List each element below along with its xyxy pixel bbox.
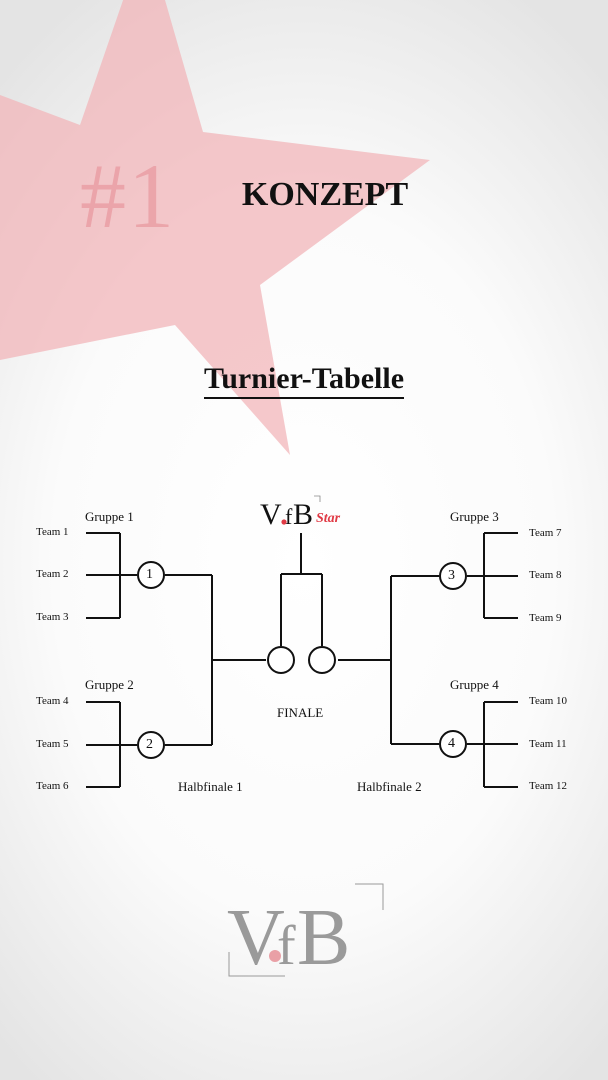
team-label: Team 6: [36, 780, 69, 792]
team-label: Team 2: [36, 568, 69, 580]
group-label-3: Gruppe 3: [450, 509, 499, 524]
semifinal-2-label: Halbfinale 2: [357, 779, 422, 794]
svg-text:V: V: [260, 498, 282, 530]
svg-text:Star: Star: [316, 511, 341, 526]
group-label-2: Gruppe 2: [85, 677, 134, 692]
match-circle-1: [137, 561, 165, 589]
match-number-3: 3: [448, 568, 455, 583]
final-label: FINALE: [277, 705, 324, 720]
match-circle-3: [439, 562, 467, 590]
svg-text:B: B: [297, 894, 350, 980]
svg-text:V: V: [227, 894, 285, 980]
vfb-star-logo: V f B Star: [260, 495, 341, 530]
team-label: Team 7: [529, 527, 562, 539]
match-circle-4: [439, 730, 467, 758]
number-one-label: #1: [80, 145, 176, 247]
svg-text:B: B: [293, 498, 313, 530]
match-number-1: 1: [146, 567, 153, 582]
team-label: Team 4: [36, 695, 69, 707]
group-label-1: Gruppe 1: [85, 509, 134, 524]
team-label: Team 11: [529, 738, 567, 750]
team-label: Team 1: [36, 526, 69, 538]
team-label: Team 3: [36, 611, 69, 623]
match-number-4: 4: [448, 736, 455, 751]
group-label-4: Gruppe 4: [450, 677, 499, 692]
match-number-2: 2: [146, 737, 153, 752]
vfb-logo-watermark: V f B: [227, 883, 384, 980]
svg-text:f: f: [277, 915, 296, 977]
final-slot-right: [308, 646, 336, 674]
team-label: Team 9: [529, 612, 562, 624]
svg-text:f: f: [285, 504, 293, 529]
team-label: Team 8: [529, 569, 562, 581]
bracket-title: Turnier-Tabelle: [0, 362, 608, 399]
team-label: Team 5: [36, 738, 69, 750]
semifinal-1-label: Halbfinale 1: [178, 779, 243, 794]
team-label: Team 12: [529, 780, 568, 792]
team-label: Team 10: [529, 695, 568, 707]
final-slot-left: [267, 646, 295, 674]
match-circle-2: [137, 731, 165, 759]
page-title: KONZEPT: [241, 176, 409, 213]
